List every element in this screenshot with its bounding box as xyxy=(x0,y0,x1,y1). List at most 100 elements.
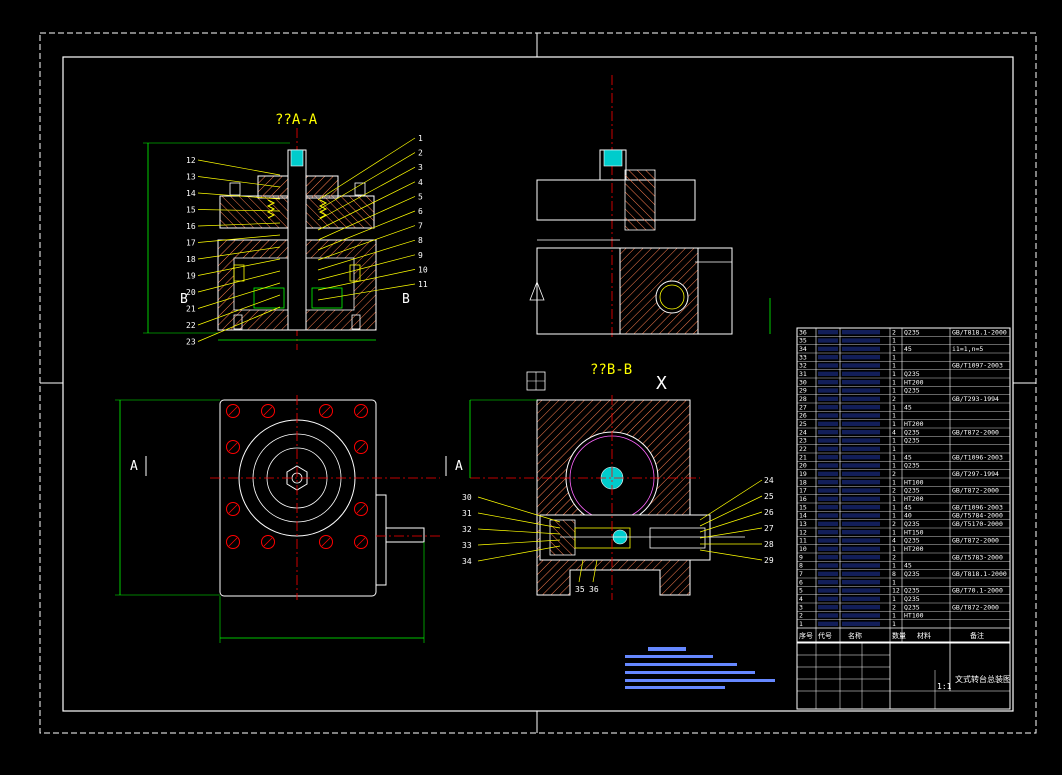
balloon-label: 23 xyxy=(186,338,196,347)
bom-row-qty: 2 xyxy=(892,395,896,403)
bolt-holes xyxy=(226,404,368,549)
bom-row-qty: 2 xyxy=(892,470,896,478)
view-x-mark: X xyxy=(656,373,667,394)
balloon-label: 26 xyxy=(764,508,774,517)
bom-row-material: 40 xyxy=(904,512,912,520)
bolt-hole xyxy=(319,535,333,549)
bom-row-no: 18 xyxy=(799,478,807,486)
balloon-label: 35 xyxy=(575,585,585,594)
bom-row-no: 23 xyxy=(799,437,807,445)
side-view xyxy=(526,75,771,391)
bom-row-qty: 1 xyxy=(892,453,896,461)
bom-row-qty: 1 xyxy=(892,345,896,353)
bom-row-material: Q235 xyxy=(904,587,920,595)
sheet-inner-frame xyxy=(62,56,1014,712)
balloon-label: 12 xyxy=(186,156,196,165)
bom-row-no: 34 xyxy=(799,345,807,353)
balloon-label: 10 xyxy=(418,265,428,274)
bom-row-standard: GB/T872-2000 xyxy=(952,428,999,436)
bom-row-standard: GB/T5783-2000 xyxy=(952,553,1003,561)
bom-row-standard: GB/T872-2000 xyxy=(952,537,999,545)
bom-row-standard: i1=1,n=5 xyxy=(952,345,983,353)
bom-row-material: HT200 xyxy=(904,378,924,386)
balloon-label: 21 xyxy=(186,305,196,314)
bom-row-no: 1 xyxy=(799,620,803,628)
bom-row-standard: GB/T5784-2000 xyxy=(952,512,1003,520)
bom-header-mat: 材料 xyxy=(917,631,931,640)
balloon-label: 13 xyxy=(186,173,196,182)
balloon-label: 28 xyxy=(764,540,774,549)
balloon-label: 8 xyxy=(418,236,423,245)
bom-row-no: 30 xyxy=(799,378,807,386)
bom-row-qty: 12 xyxy=(892,587,900,595)
bom-row-qty: 1 xyxy=(892,403,896,411)
balloon-label: 6 xyxy=(418,207,423,216)
bolt-hole xyxy=(354,502,368,516)
balloon-label: 17 xyxy=(186,239,196,248)
section-bb-view: ??B-B X xyxy=(469,362,775,689)
cut-b-right-label: B xyxy=(402,292,410,307)
balloon-label: 25 xyxy=(764,492,774,501)
bom-row-no: 33 xyxy=(799,353,807,361)
bom-header-code: 代号 xyxy=(818,631,832,640)
bom-row-material: HT100 xyxy=(904,612,924,620)
balloon-label: 34 xyxy=(462,557,472,566)
bom-row-no: 16 xyxy=(799,495,807,503)
section-aa-view: ??A-A B B xyxy=(143,112,410,350)
bom-row-qty: 2 xyxy=(892,603,896,611)
bom-row-no: 9 xyxy=(799,553,803,561)
bom-row-no: 4 xyxy=(799,595,803,603)
bom-row-qty: 1 xyxy=(892,512,896,520)
bom-row-qty: 4 xyxy=(892,537,896,545)
bom-row-no: 24 xyxy=(799,428,807,436)
drawing-name: 文式转台总装图 xyxy=(955,674,1011,684)
bom-row-qty: 1 xyxy=(892,378,896,386)
cut-b-left-label: B xyxy=(180,292,188,307)
bom-row-material: Q235 xyxy=(904,570,920,578)
bom-row-qty: 1 xyxy=(892,578,896,586)
bom-row-no: 26 xyxy=(799,412,807,420)
bom-row-standard: GB/T872-2000 xyxy=(952,603,999,611)
bom-row-material: 45 xyxy=(904,562,912,570)
bom-row-material: Q235 xyxy=(904,487,920,495)
balloon-label: 15 xyxy=(186,206,196,215)
bom-row-no: 19 xyxy=(799,470,807,478)
bolt-hole xyxy=(354,535,368,549)
bom-row-qty: 1 xyxy=(892,437,896,445)
bom-row-material: Q235 xyxy=(904,437,920,445)
bom-row-standard: GB/T1096-2003 xyxy=(952,503,1003,511)
bom-row-no: 2 xyxy=(799,612,803,620)
bom-row-no: 11 xyxy=(799,537,807,545)
title-block: 文式转台总装图 1:1 xyxy=(796,642,1011,710)
bom-row-no: 13 xyxy=(799,520,807,528)
section-bb-title: ??B-B xyxy=(590,362,632,378)
bolt-hole xyxy=(261,535,275,549)
bom-row-no: 29 xyxy=(799,387,807,395)
balloon-label: 7 xyxy=(418,222,423,231)
balloon-label: 11 xyxy=(418,280,428,289)
balloon-label: 5 xyxy=(418,192,423,201)
bom-row-no: 14 xyxy=(799,512,807,520)
balloon-label: 32 xyxy=(462,525,472,534)
bom-row-material: HT200 xyxy=(904,495,924,503)
bom-row-material: HT100 xyxy=(904,478,924,486)
bom-row-no: 31 xyxy=(799,370,807,378)
bom-row-no: 17 xyxy=(799,487,807,495)
bom-row-no: 28 xyxy=(799,395,807,403)
bom-row-qty: 2 xyxy=(892,553,896,561)
balloon-label: 19 xyxy=(186,272,196,281)
balloon-label: 14 xyxy=(186,189,196,198)
bom-row-qty: 1 xyxy=(892,387,896,395)
bom-row-material: HT200 xyxy=(904,420,924,428)
bom-row-qty: 1 xyxy=(892,370,896,378)
bom-row-standard: GB/T1097-2003 xyxy=(952,362,1003,370)
balloon-label: 2 xyxy=(418,149,423,158)
bom-row-no: 15 xyxy=(799,503,807,511)
bom-row-qty: 1 xyxy=(892,445,896,453)
bom-row-qty: 1 xyxy=(892,595,896,603)
section-aa-title: ??A-A xyxy=(275,112,318,128)
bom-row-no: 5 xyxy=(799,587,803,595)
